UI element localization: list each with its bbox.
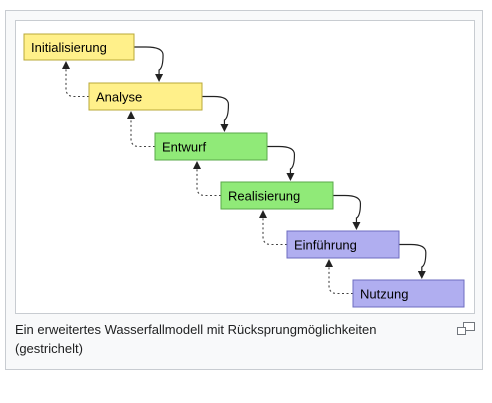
return-arrow (259, 210, 287, 246)
stage-label: Einführung (294, 238, 357, 253)
stage-label: Analyse (96, 90, 142, 105)
forward-arrow (333, 194, 362, 230)
return-arrow (62, 61, 89, 98)
forward-arrow (134, 46, 164, 82)
stage-box: Realisierung (220, 181, 334, 210)
forward-arrow (202, 95, 230, 132)
stage-box: Entwurf (154, 132, 268, 161)
forward-arrow (399, 243, 427, 279)
stage-label: Realisierung (228, 189, 300, 204)
stage-label: Initialisierung (31, 40, 107, 55)
stage-label: Entwurf (162, 140, 206, 155)
return-arrow (127, 111, 155, 148)
stage-box: Initialisierung (23, 33, 135, 61)
magnify-icon[interactable] (457, 322, 475, 336)
waterfall-diagram: InitialisierungAnalyseEntwurfRealisierun… (23, 33, 465, 308)
stage-box: Einführung (286, 230, 400, 259)
stage-label: Nutzung (360, 287, 408, 302)
stage-box: Nutzung (352, 279, 465, 308)
return-arrow (325, 259, 353, 295)
stage-box: Analyse (88, 82, 203, 111)
return-arrow (193, 161, 221, 197)
forward-arrow (267, 145, 296, 181)
figure-caption: Ein erweitertes Wasserfallmodell mit Rüc… (15, 322, 377, 356)
